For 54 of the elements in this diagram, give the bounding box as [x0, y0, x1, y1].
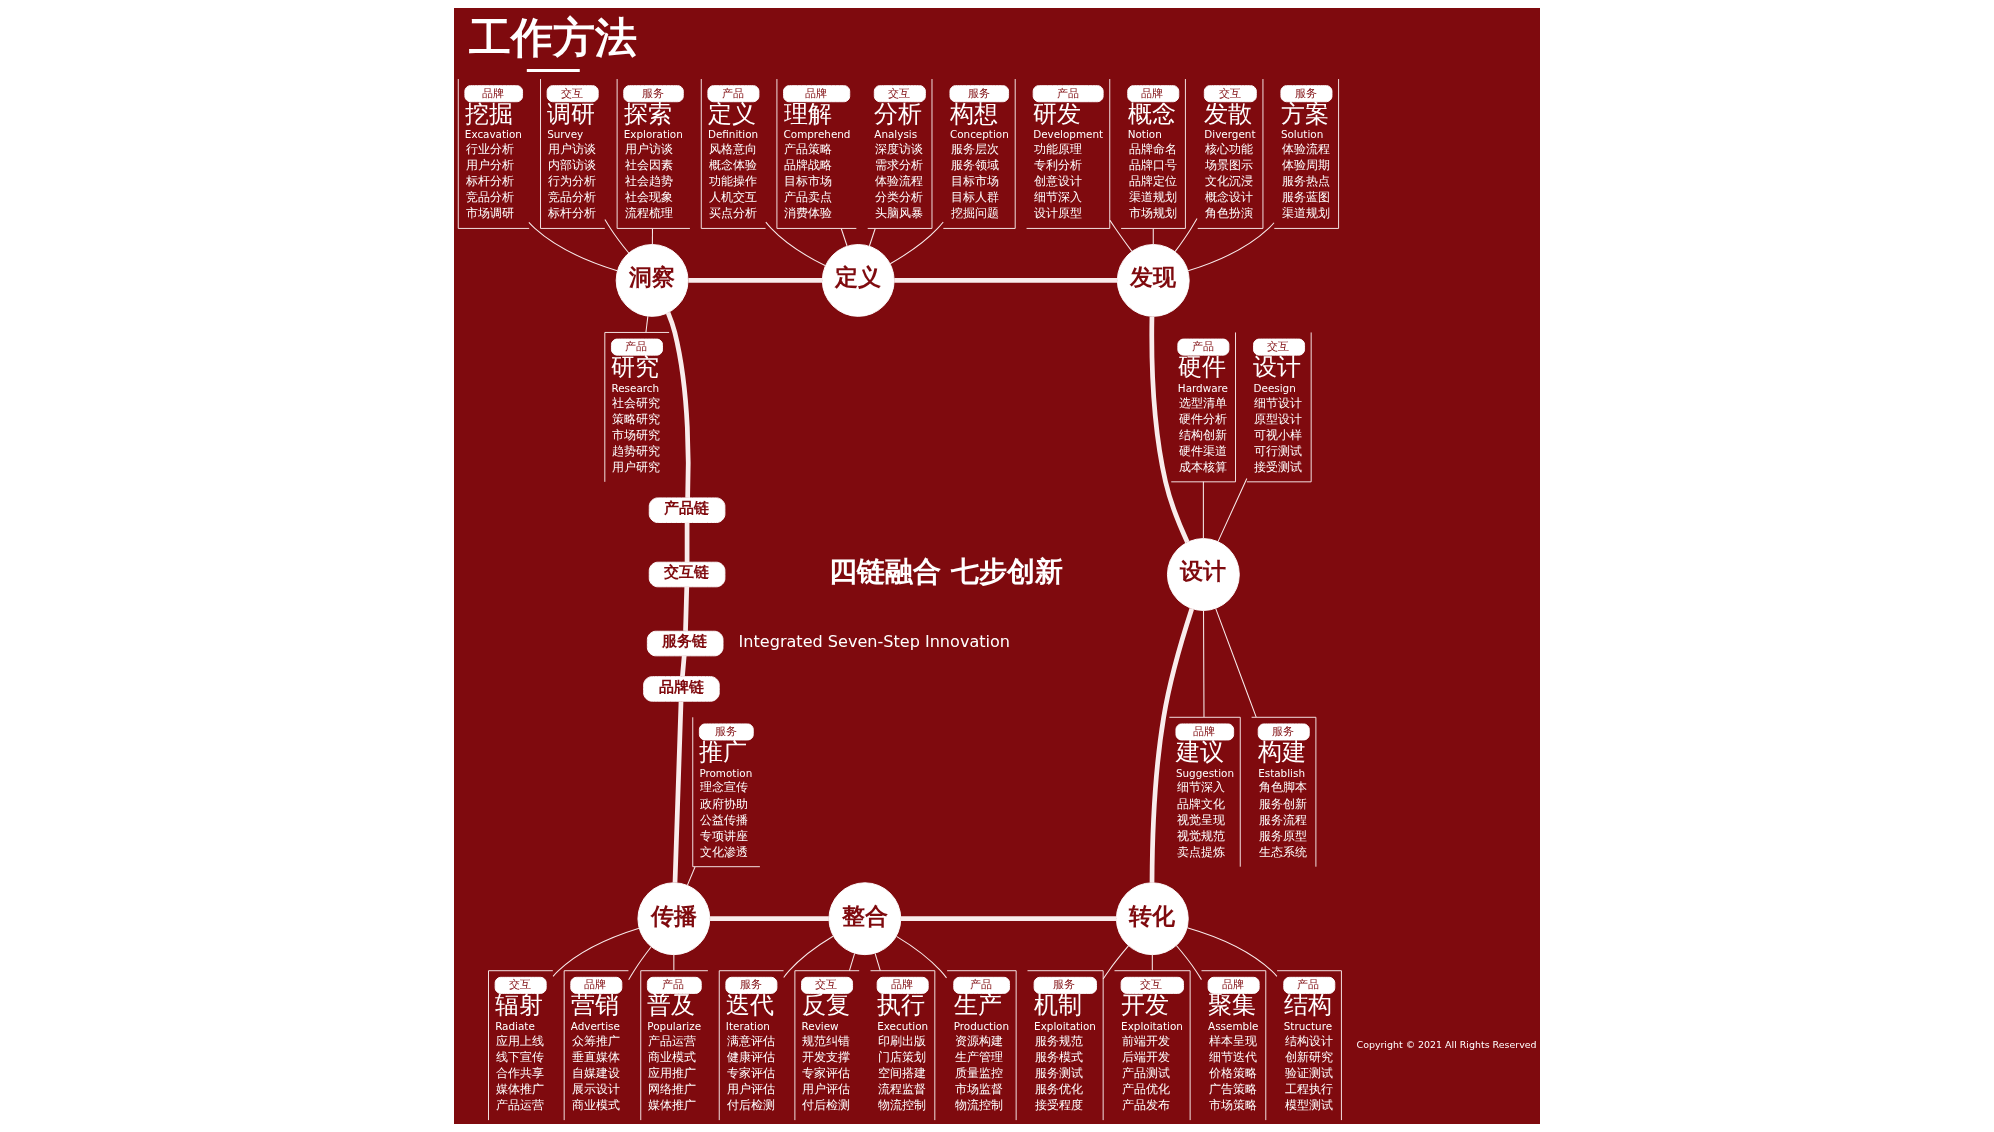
connector — [710, 916, 829, 922]
connector — [672, 701, 684, 883]
connector — [840, 228, 848, 247]
connector — [604, 218, 630, 254]
connector — [651, 228, 653, 245]
connector — [848, 952, 856, 972]
diagram-title: 工作方法 — [469, 13, 638, 63]
label: Integrated Seven-Step Innovation — [738, 632, 1011, 652]
connector — [1202, 481, 1204, 539]
connector — [528, 221, 618, 272]
connector — [1217, 478, 1248, 543]
connector — [683, 586, 690, 631]
connector — [552, 927, 640, 977]
node-box: 交互链 — [648, 561, 726, 588]
connector — [680, 655, 687, 677]
connector — [868, 228, 876, 247]
connector — [900, 916, 1117, 922]
node-box: 品牌链 — [643, 676, 720, 702]
connector — [874, 952, 881, 972]
connector — [1102, 945, 1130, 980]
connector — [1203, 610, 1205, 718]
connector — [1175, 944, 1202, 981]
connector — [1149, 316, 1190, 544]
connector — [889, 221, 944, 265]
connector — [673, 954, 675, 972]
connector — [1186, 927, 1278, 977]
label: 四链融合 七步创新 — [828, 554, 1063, 588]
connector — [765, 221, 826, 267]
connector — [783, 935, 834, 978]
connector — [688, 278, 823, 283]
connector — [1149, 608, 1195, 883]
connector — [1174, 218, 1198, 253]
node-box: 服务链 — [646, 630, 724, 657]
node-circle: 定义 — [821, 244, 895, 317]
connector — [1109, 219, 1133, 252]
connector — [665, 311, 691, 498]
connector — [1152, 228, 1154, 245]
connector — [686, 866, 696, 886]
connector — [1215, 608, 1257, 718]
node-circle: 整合 — [828, 882, 902, 956]
connector — [1187, 222, 1275, 272]
connector — [895, 935, 948, 979]
connector — [684, 522, 690, 563]
label: Copyright © 2021 All Rights Reserved — [1356, 1038, 1537, 1050]
node-circle: 设计 — [1166, 538, 1240, 611]
connector — [645, 315, 649, 333]
node-circle: 发现 — [1116, 244, 1190, 317]
connector — [628, 946, 652, 981]
connector — [894, 278, 1118, 283]
node-circle: 洞察 — [615, 244, 689, 317]
node-box: 产品链 — [648, 497, 726, 523]
node-circle: 转化 — [1115, 882, 1189, 956]
node-circle: 传播 — [637, 882, 711, 956]
connector — [1151, 954, 1153, 972]
